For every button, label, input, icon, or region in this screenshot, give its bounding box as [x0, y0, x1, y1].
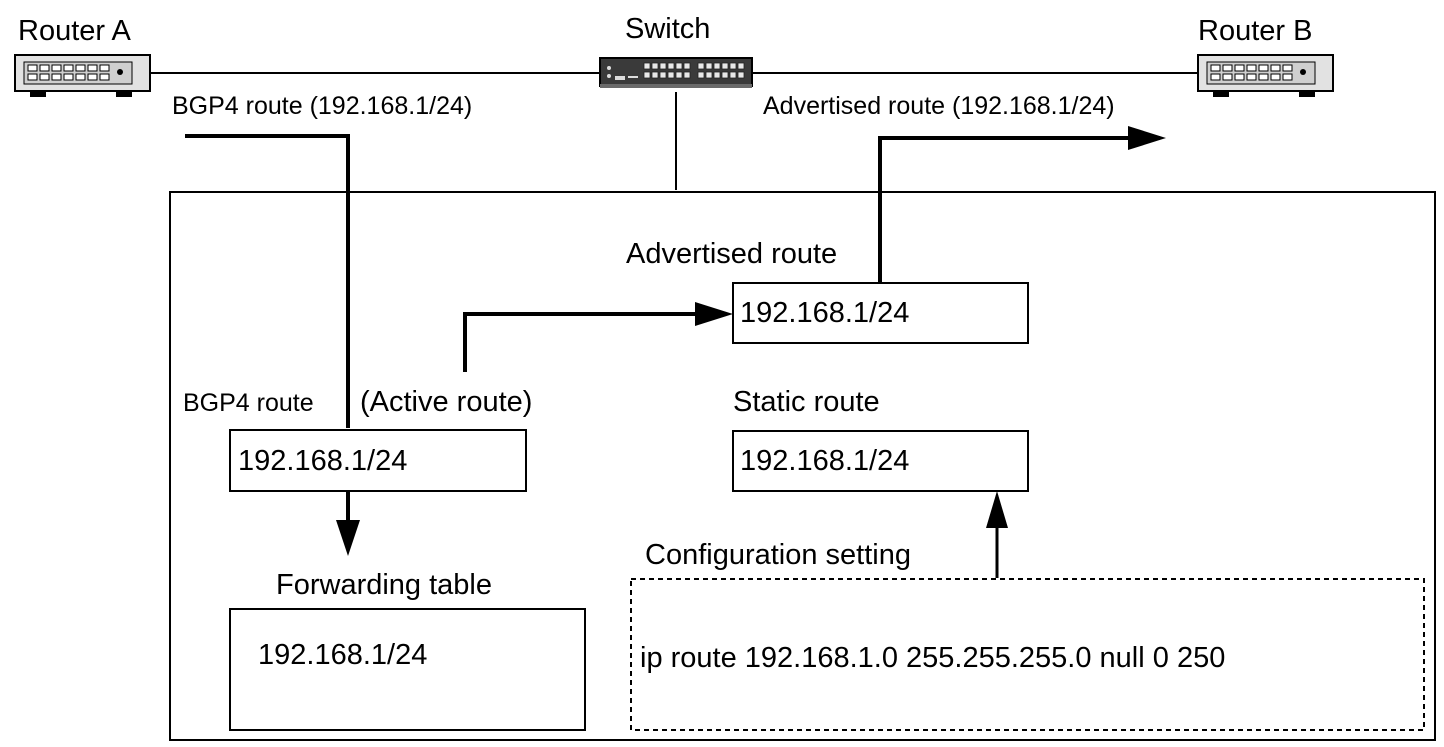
static-route-value: 192.168.1/24	[740, 445, 909, 477]
bgp4-route-value: 192.168.1/24	[238, 445, 407, 477]
static-route-label: Static route	[733, 386, 880, 418]
active-to-advertised-arrowhead	[695, 302, 733, 326]
active-route-label: (Active route)	[360, 386, 532, 418]
forwarding-table-box	[229, 608, 586, 731]
config-to-static-arrowhead	[986, 491, 1008, 528]
advertised-route-label: Advertised route	[626, 238, 837, 270]
advertised-route-value: 192.168.1/24	[740, 297, 909, 329]
router-b-icon	[1197, 54, 1334, 97]
advertised-route-box	[732, 282, 1029, 344]
router-a-label: Router A	[18, 15, 131, 47]
bgp4-incoming-path	[185, 134, 350, 428]
bgp4-route-label: BGP4 route	[183, 389, 314, 417]
configuration-setting-box	[630, 578, 1425, 731]
forwarding-table-label: Forwarding table	[276, 569, 492, 601]
advertised-outgoing-arrowhead	[1128, 126, 1166, 150]
router-frame	[169, 191, 1436, 741]
router-b-label: Router B	[1198, 15, 1312, 47]
configuration-setting-label: Configuration setting	[645, 539, 911, 571]
advertised-outgoing-arrow	[878, 136, 1160, 283]
static-route-box	[732, 430, 1029, 492]
bgp4-route-box	[229, 429, 527, 492]
advertised-outgoing-label: Advertised route (192.168.1/24)	[763, 92, 1115, 120]
configuration-command: ip route 192.168.1.0 255.255.255.0 null …	[640, 642, 1225, 674]
bgp4-incoming-label: BGP4 route (192.168.1/24)	[172, 92, 472, 120]
forwarding-table-value: 192.168.1/24	[258, 639, 427, 671]
switch-icon	[599, 57, 753, 88]
active-to-advertised-arrow	[463, 312, 695, 372]
bgp4-to-forwarding-arrowhead	[336, 520, 360, 556]
router-a-icon	[14, 54, 151, 97]
switch-label: Switch	[625, 13, 710, 45]
